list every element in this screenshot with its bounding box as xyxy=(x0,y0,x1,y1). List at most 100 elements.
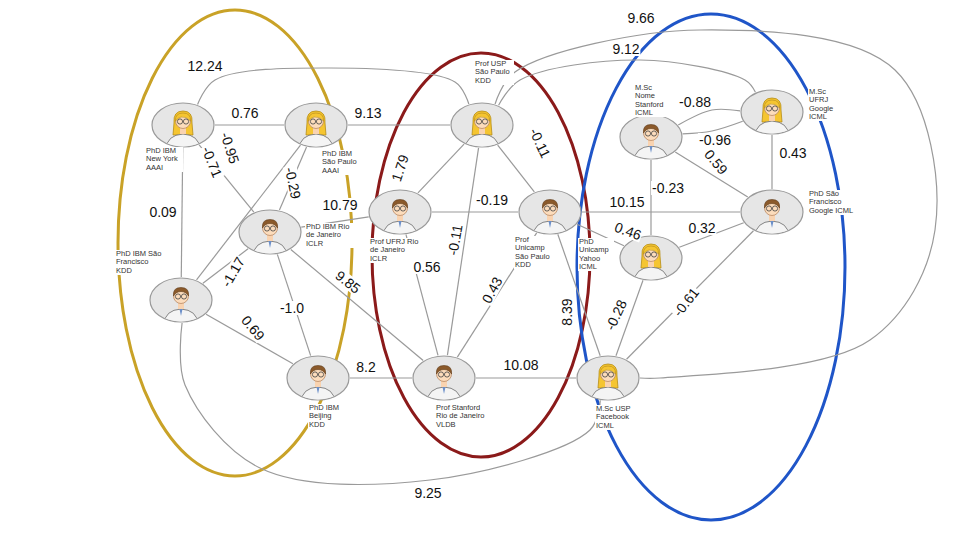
person-node: PhD Unicamp Yahoo ICML xyxy=(619,235,683,281)
glasses xyxy=(269,228,271,229)
graph-edge xyxy=(498,145,535,192)
edge-weight: -0.61 xyxy=(670,284,702,319)
glasses xyxy=(645,252,650,257)
edge-weight: -0.23 xyxy=(651,181,685,195)
glasses xyxy=(318,372,323,377)
graph-edge xyxy=(291,249,423,360)
person-body xyxy=(755,121,789,136)
edge-weight: 9.25 xyxy=(413,486,442,500)
edge-weight: 0.43 xyxy=(479,274,505,306)
glasses xyxy=(645,131,650,136)
glasses xyxy=(766,206,771,211)
person-body xyxy=(383,221,417,236)
person-head xyxy=(176,114,191,129)
person-node: Prof Stanford Rio de Janeiro VLDB xyxy=(412,355,476,401)
person-tie xyxy=(399,221,402,228)
glasses xyxy=(399,208,401,209)
person-tie xyxy=(180,309,183,316)
person-icon xyxy=(740,189,804,235)
graph-edge xyxy=(348,124,450,125)
edge-weight: 8.2 xyxy=(355,360,376,374)
icon-disc xyxy=(519,190,581,234)
edge-weight: 0.56 xyxy=(412,260,441,274)
edge-weight: -0.11 xyxy=(527,125,554,161)
hair-back xyxy=(472,111,492,135)
icon-disc xyxy=(150,278,212,322)
graph-edge xyxy=(650,160,651,235)
hair-back xyxy=(762,98,782,122)
glasses xyxy=(177,119,182,124)
graph-edge xyxy=(476,377,576,378)
edge-weight: -0.96 xyxy=(698,133,732,147)
person-tie xyxy=(317,387,320,394)
glasses xyxy=(310,119,315,124)
person-tie xyxy=(549,221,552,228)
person-label: Prof Stanford Rio de Janeiro VLDB xyxy=(435,404,489,429)
person-body xyxy=(533,221,567,236)
glasses xyxy=(549,208,551,209)
person-node: M.Sc USP Facebook ICML xyxy=(576,355,640,401)
person-icon xyxy=(238,209,302,255)
person-node: Prof UFRJ Rio de Janeiro ICLR xyxy=(368,189,432,235)
person-label: PhD Unicamp Yahoo ICML xyxy=(578,238,614,271)
graph-edge xyxy=(499,60,756,105)
person-head xyxy=(393,201,408,216)
person-tie xyxy=(650,146,653,153)
person-node: PhD IBM São Paulo AAAI xyxy=(284,102,348,148)
person-node: PhD São Francisco Google ICML xyxy=(740,189,804,235)
glasses xyxy=(650,254,652,255)
hair-back xyxy=(306,111,326,135)
person-body xyxy=(301,387,335,402)
edge-weight: 8.39 xyxy=(560,297,574,326)
person-body xyxy=(755,221,789,236)
person-icon xyxy=(286,355,350,401)
glasses xyxy=(771,208,773,209)
glasses xyxy=(476,119,481,124)
person-label: M.Sc UFRJ Google ICML xyxy=(808,88,842,121)
person-node: PhD IBM Beijing KDD xyxy=(286,355,350,401)
glasses xyxy=(607,374,609,375)
glasses xyxy=(182,121,184,122)
person-head xyxy=(174,289,189,304)
person-node: M.Sc UFRJ Google ICML xyxy=(740,89,804,135)
hair-back xyxy=(598,364,618,388)
person-icon xyxy=(284,102,348,148)
person-node: Prof Unicamp São Paulo KDD xyxy=(518,189,582,235)
edge-weight: 10.79 xyxy=(321,198,358,212)
edge-weight: 0.46 xyxy=(612,219,644,242)
glasses xyxy=(183,119,188,124)
glasses xyxy=(181,294,186,299)
graph-edge xyxy=(432,211,518,212)
glasses xyxy=(317,374,319,375)
edge-weight: 1.79 xyxy=(389,152,411,184)
edge-weight: 9.12 xyxy=(611,42,640,56)
glasses xyxy=(444,372,449,377)
person-icon xyxy=(368,189,432,235)
glasses xyxy=(315,121,317,122)
person-icon xyxy=(518,189,582,235)
glasses xyxy=(270,226,275,231)
hair-back xyxy=(641,244,661,268)
person-body xyxy=(299,134,333,149)
glasses xyxy=(771,108,773,109)
edge-weight: -0.88 xyxy=(678,95,712,109)
graph-edge xyxy=(198,68,469,105)
glasses xyxy=(544,206,549,211)
edge-weight: 10.15 xyxy=(608,195,645,209)
glasses xyxy=(312,372,317,377)
graph-edge xyxy=(582,211,740,212)
glasses xyxy=(772,206,777,211)
edge-weight: 0.69 xyxy=(238,312,268,343)
person-label: PhD IBM São Paulo AAAI xyxy=(321,150,361,175)
glasses xyxy=(651,131,656,136)
graph-edge xyxy=(495,30,937,378)
person-label: PhD IBM São Francisco KDD xyxy=(115,250,167,275)
edge-weight: 9.13 xyxy=(353,106,382,120)
graph-edge xyxy=(215,124,284,125)
person-head xyxy=(437,367,452,382)
person-label: M.Sc USP Facebook ICML xyxy=(595,405,633,430)
person-icon xyxy=(619,114,683,160)
graph-edge xyxy=(180,323,600,485)
edge-weight: -0.71 xyxy=(199,144,225,181)
person-node: PhD IBM São Francisco KDD xyxy=(149,277,213,323)
